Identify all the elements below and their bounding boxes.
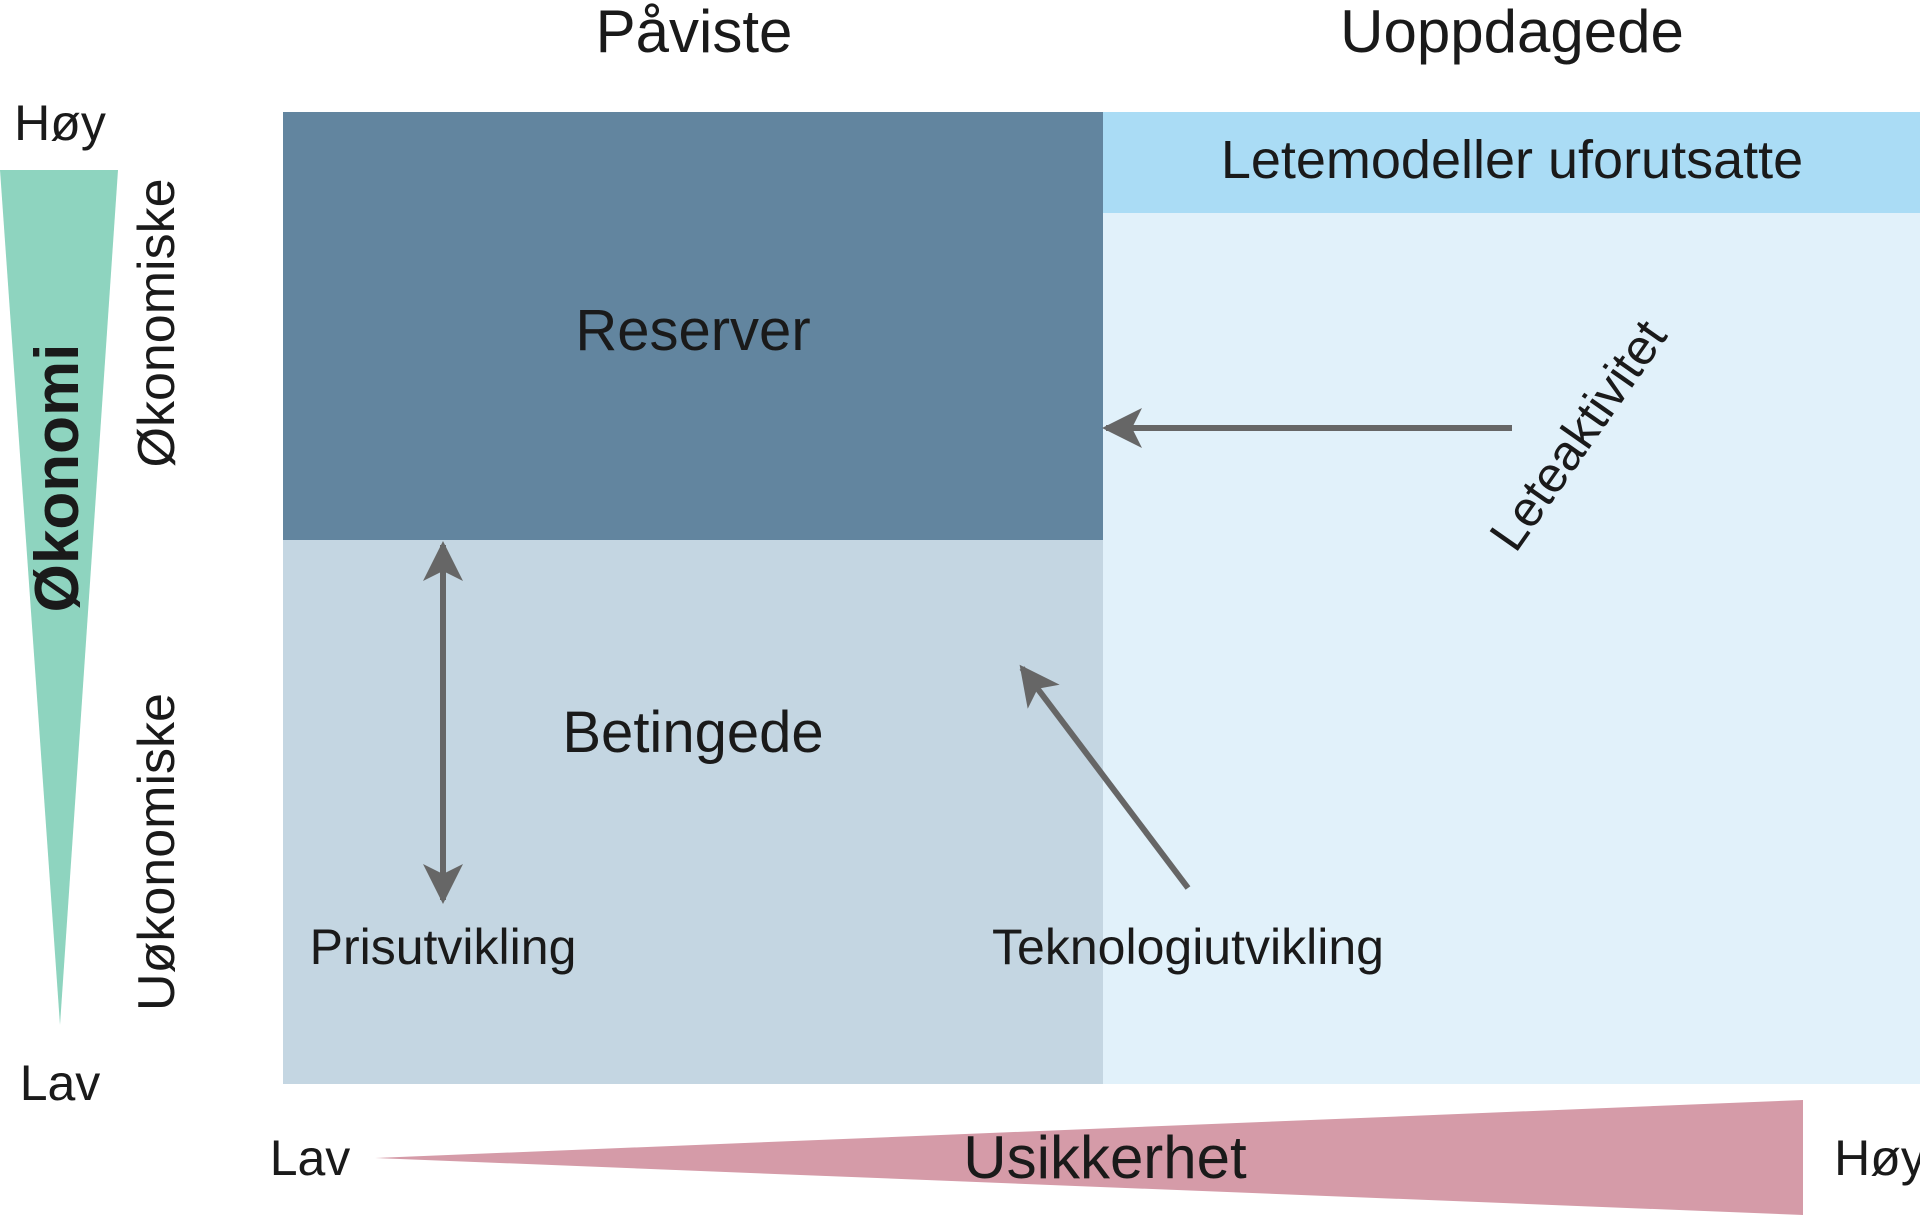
price-driver-label: Prisutvikling	[310, 919, 577, 975]
contingent-label: Betingede	[562, 700, 823, 765]
uncertainty-high-label: Høy	[1834, 1130, 1920, 1186]
uncertainty-wedge	[375, 1100, 1803, 1215]
unmapped-plays-label: Letemodeller uforutsatte	[1221, 130, 1803, 190]
reserves-box	[283, 112, 1103, 540]
economy-high-label: Høy	[14, 95, 106, 151]
header-proven: Påviste	[596, 0, 793, 65]
contingent-box	[283, 540, 1103, 1084]
economy-low-label: Lav	[20, 1055, 101, 1111]
economy-wedge	[0, 170, 118, 1025]
uncertainty-axis-label: Usikkerhet	[963, 1124, 1247, 1191]
technology-driver-label: Teknologiutvikling	[992, 919, 1384, 975]
economy-axis-label: Økonomi	[23, 344, 92, 613]
header-undiscovered: Uoppdagede	[1340, 0, 1684, 65]
economic-label: Økonomiske	[128, 179, 186, 468]
reserves-label: Reserver	[575, 298, 810, 363]
uncertainty-low-label: Lav	[270, 1130, 351, 1186]
unmapped-plays-band	[1103, 112, 1920, 213]
uneconomic-label: Uøkonomiske	[128, 693, 186, 1011]
undiscovered-area	[1103, 112, 1920, 1084]
technology-arrow	[1019, 664, 1191, 890]
